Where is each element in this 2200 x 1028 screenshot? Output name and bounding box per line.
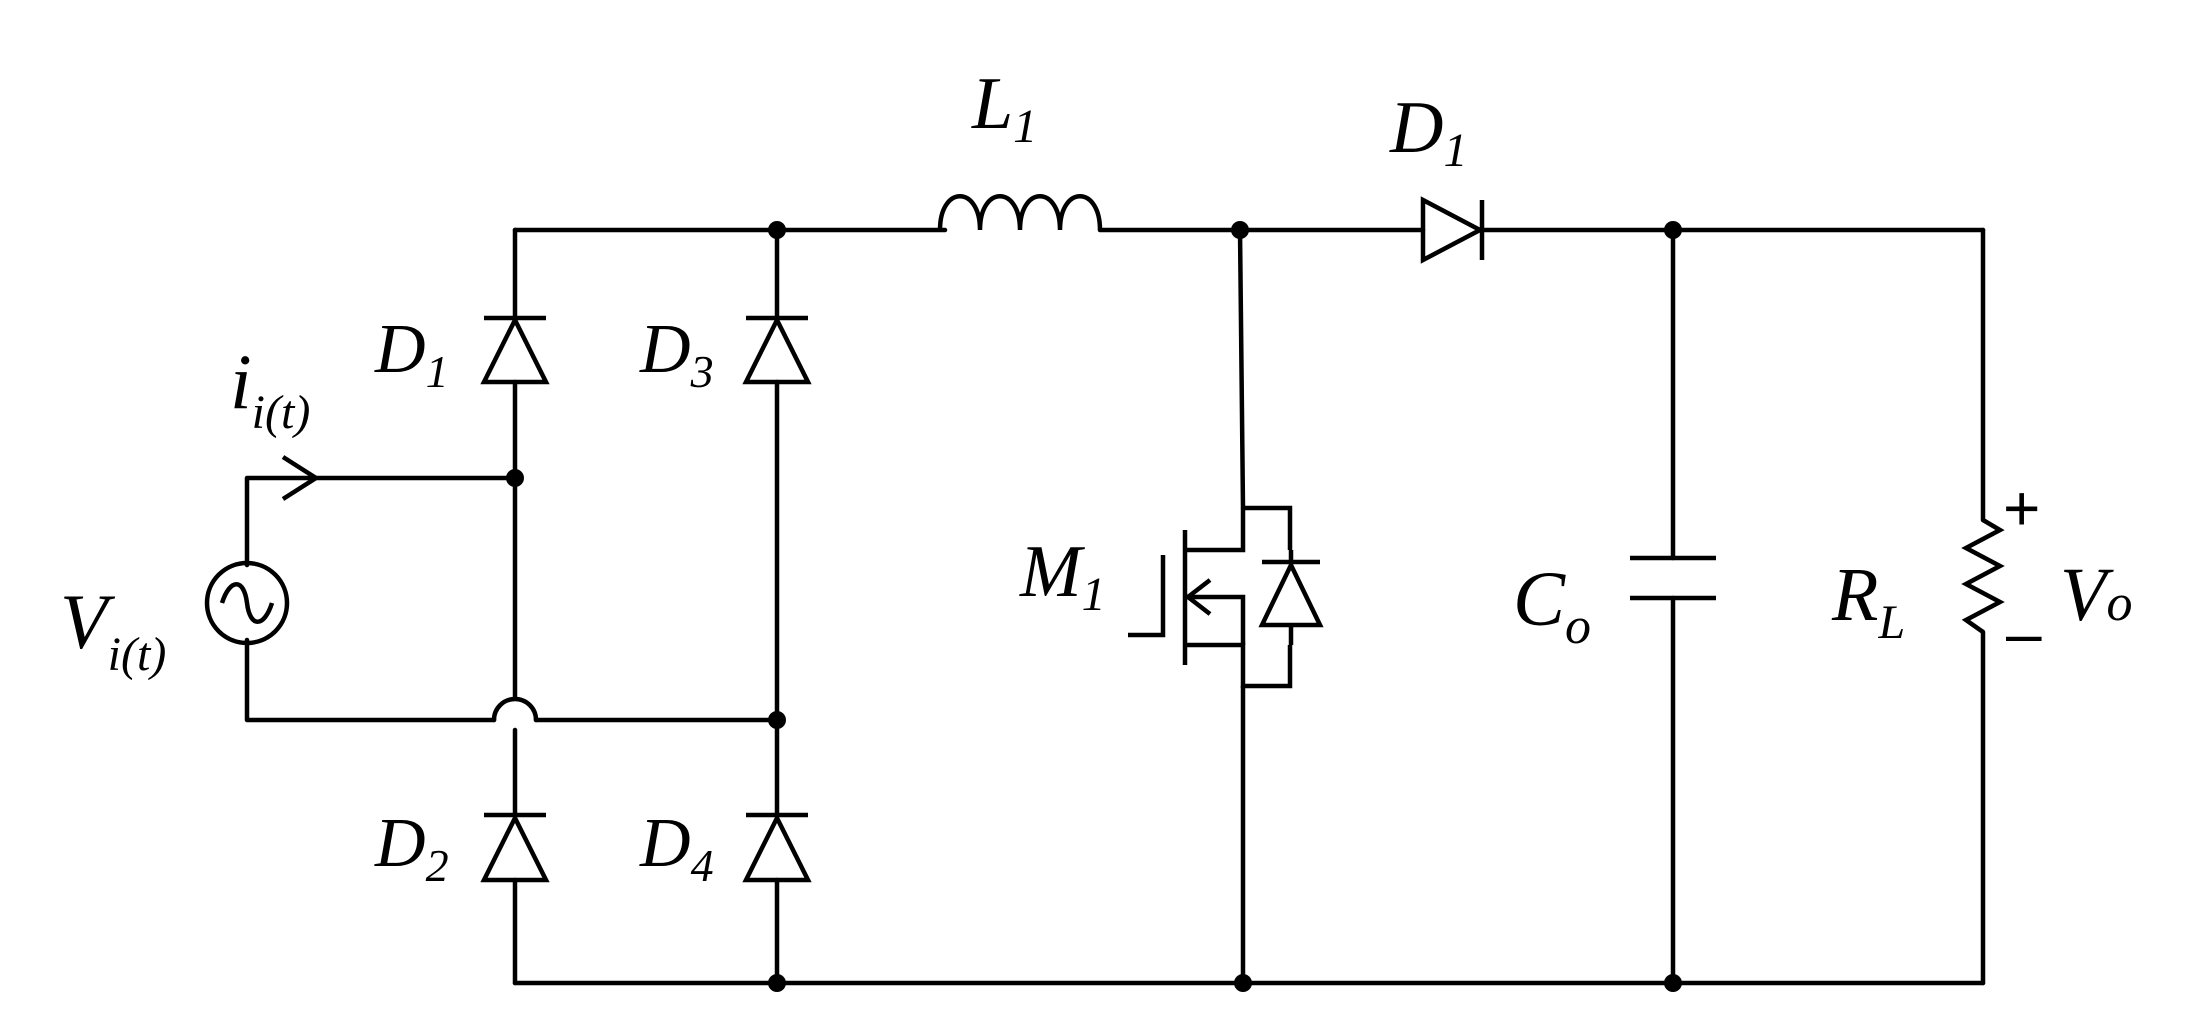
junction-nodes: [506, 221, 1682, 992]
label-bridge-d2: D2: [374, 805, 449, 891]
labels: Vi(t) ii(t) D1 D3 D2 D4 L1 D1 M1: [60, 63, 2132, 891]
label-load-resistor-rl: RL: [1831, 553, 1905, 649]
node-ac-top: [506, 469, 524, 487]
label-output-minus: –: [2006, 597, 2042, 669]
label-mosfet-m1: M1: [1019, 531, 1106, 621]
mosfet-arrow-icon: [1184, 578, 1212, 616]
label-output-plus: +: [2003, 472, 2040, 544]
label-boost-diode: D1: [1389, 87, 1467, 177]
mosfet-source-lead: [1185, 642, 1293, 689]
diode-bridge-d3: [742, 314, 812, 385]
ac-source-sine-icon: [219, 582, 275, 624]
label-bridge-d3: D3: [639, 311, 714, 397]
label-capacitor-co: Co: [1513, 555, 1591, 655]
node-bottom-cap: [1664, 974, 1682, 992]
node-top-switch: [1231, 221, 1249, 239]
diode-triangle: [480, 314, 550, 385]
node-top-cap: [1664, 221, 1682, 239]
label-bridge-d4: D4: [639, 805, 714, 891]
label-source-voltage: Vi(t): [60, 578, 166, 681]
wire-source-top: [244, 475, 518, 568]
node-ac-bottom: [768, 711, 786, 729]
label-source-current: ii(t): [230, 338, 310, 439]
ac-source-circle: [204, 560, 290, 646]
load-resistor-rl: [1961, 518, 2005, 634]
diode-bridge-d2: [480, 812, 550, 883]
inductor-l1: [937, 194, 1103, 231]
mosfet-drain-lead: [1185, 505, 1293, 553]
wire-source-bottom: [244, 637, 497, 723]
diode-triangle: [480, 812, 550, 883]
mosfet-m1: [1128, 505, 1324, 689]
label-inductor-l1: L1: [971, 63, 1037, 153]
diode-triangle: [742, 812, 812, 883]
mosfet-body-diode-triangle: [1258, 559, 1324, 628]
node-bottom-bridge: [768, 974, 786, 992]
wire-crossover-hop: [491, 696, 539, 723]
node-bottom-switch: [1234, 974, 1252, 992]
capacitor-co: [1630, 555, 1716, 601]
label-bridge-d1: D1: [374, 311, 449, 397]
ac-source: [204, 560, 290, 646]
diode-bridge-d4: [742, 812, 812, 883]
node-top-bridge: [768, 221, 786, 239]
mosfet-body: [1185, 594, 1246, 645]
wires: [244, 227, 1986, 986]
diode-bridge-d1: [480, 314, 550, 385]
current-arrow-icon: [281, 455, 321, 501]
boost-diode: [1420, 196, 1485, 264]
diode-triangle: [742, 314, 812, 385]
mosfet-gate: [1128, 555, 1166, 638]
diode-triangle: [1420, 196, 1485, 264]
label-output-voltage: Vo: [2060, 553, 2132, 637]
wire-mosfet-drain: [1237, 227, 1246, 511]
